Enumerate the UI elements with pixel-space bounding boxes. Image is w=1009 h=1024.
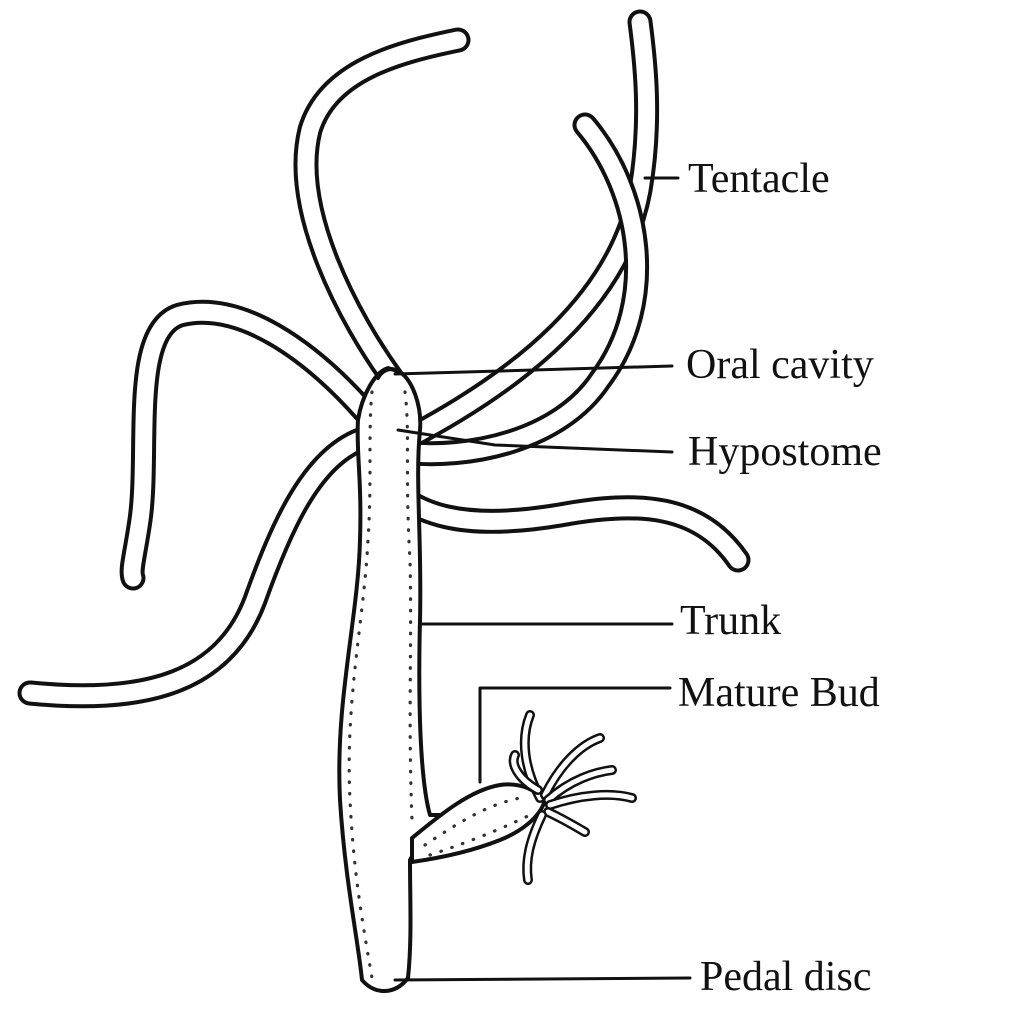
trunk-texture-left — [347, 390, 374, 980]
bud-tentacles — [508, 710, 637, 885]
bud-texture — [423, 796, 522, 847]
label-tentacle: Tentacle — [688, 156, 830, 202]
leader-lines — [393, 176, 692, 982]
label-pedal-disc: Pedal disc — [700, 954, 871, 1000]
trunk-texture-right — [403, 390, 414, 822]
leader-pedal-disc — [393, 976, 692, 982]
leader-mature-bud — [478, 686, 672, 784]
label-oral-cavity: Oral cavity — [686, 342, 874, 388]
mature-bud — [410, 710, 637, 885]
label-mature-bud: Mature Bud — [678, 670, 880, 716]
leader-hypostome — [396, 428, 674, 454]
label-trunk: Trunk — [680, 598, 781, 644]
labels: Tentacle Oral cavity Hypostome Trunk Mat… — [678, 156, 882, 1000]
label-hypostome: Hypostome — [688, 429, 882, 475]
oral-cavity — [376, 367, 400, 380]
leader-oral-cavity — [393, 364, 674, 376]
